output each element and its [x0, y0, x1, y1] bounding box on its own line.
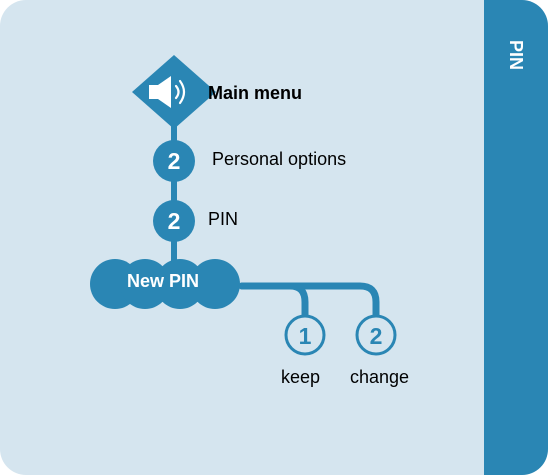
new-pin-node: [90, 259, 240, 309]
personal-options-key: 2: [168, 148, 181, 174]
branch-connectors: [238, 282, 380, 321]
change-option-node: 2: [355, 314, 397, 356]
personal-options-label: Personal options: [212, 149, 347, 169]
pin-key: 2: [168, 208, 181, 234]
pin-label: PIN: [208, 209, 239, 229]
section-side-tab: PIN: [484, 0, 548, 475]
main-menu-node: [132, 55, 216, 129]
new-pin-label: New PIN: [127, 271, 200, 291]
keep-option-key: 1: [299, 323, 312, 349]
keep-option-node: 1: [284, 314, 326, 356]
pin-node: 2: [153, 200, 195, 242]
keep-option-label: keep: [281, 367, 321, 387]
change-option-label: change: [350, 367, 410, 387]
change-option-key: 2: [370, 323, 383, 349]
personal-options-node: 2: [153, 140, 195, 182]
speaker-icon: [149, 76, 186, 108]
main-menu-label: Main menu: [208, 83, 303, 103]
